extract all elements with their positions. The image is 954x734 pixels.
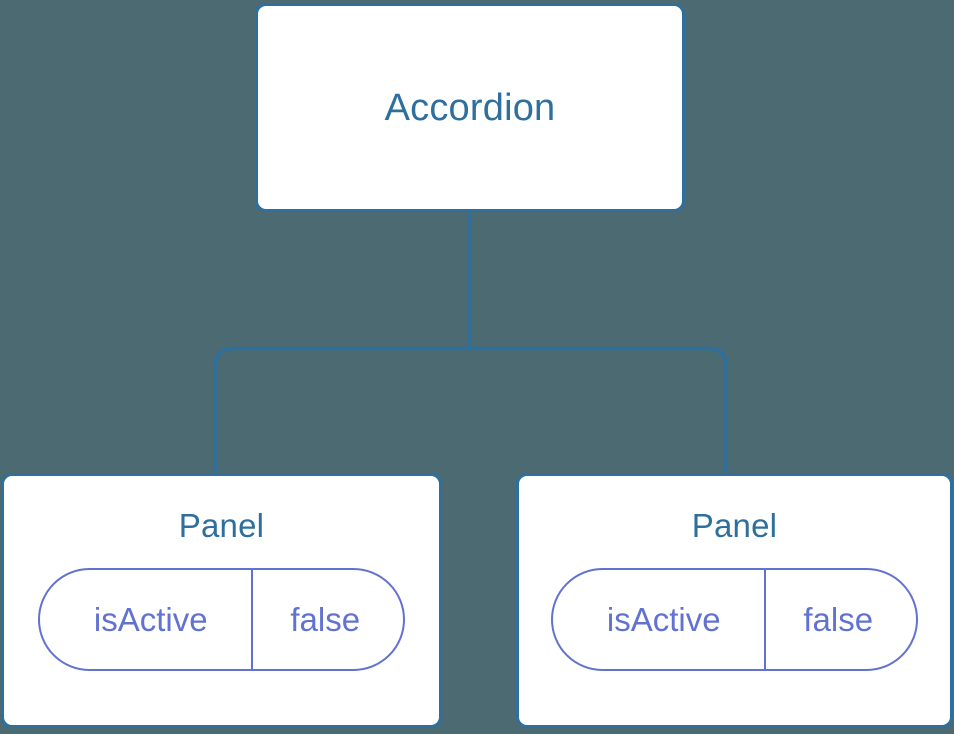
node-panel-2-title: Panel: [691, 507, 778, 544]
prop-pill-panel-2[interactable]: isActive false: [551, 568, 918, 671]
prop-key-isactive: isActive: [553, 570, 767, 669]
connector-branch-left: [213, 346, 471, 476]
node-panel-1[interactable]: Panel isActive false: [1, 473, 442, 728]
prop-pill-panel-1[interactable]: isActive false: [38, 568, 405, 671]
node-accordion[interactable]: Accordion: [255, 3, 685, 212]
node-panel-1-title: Panel: [178, 507, 265, 544]
node-accordion-title: Accordion: [384, 86, 556, 129]
node-panel-2[interactable]: Panel isActive false: [516, 473, 953, 728]
prop-key-isactive: isActive: [40, 570, 254, 669]
prop-value-isactive: false: [803, 601, 874, 638]
prop-value-isactive: false: [290, 601, 361, 638]
connector-branch-right: [469, 346, 728, 476]
